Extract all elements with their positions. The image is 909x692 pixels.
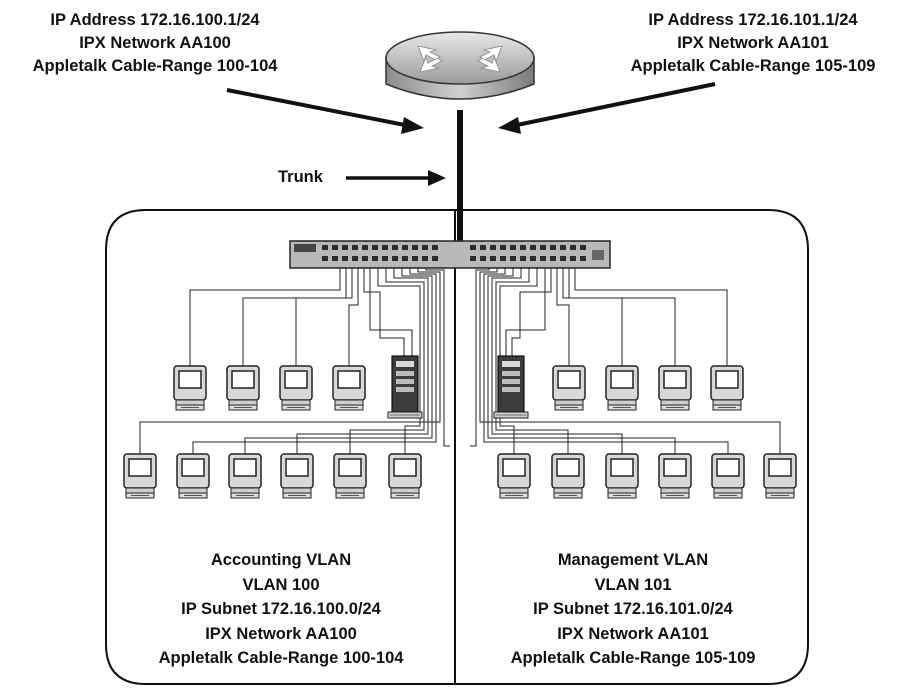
server-icon bbox=[493, 355, 529, 419]
right-arrow-icon bbox=[498, 82, 716, 134]
left-router-interface-label: IP Address 172.16.100.1/24 IPX Network A… bbox=[0, 9, 310, 78]
management-vlan-id: VLAN 101 bbox=[594, 575, 672, 594]
left-ip-address: IP Address 172.16.100.1/24 bbox=[50, 11, 260, 29]
workstation-icon bbox=[710, 365, 744, 411]
workstation-icon bbox=[552, 365, 586, 411]
management-ipx-network: IPX Network AA101 bbox=[557, 624, 709, 643]
left-ipx-network: IPX Network AA100 bbox=[79, 34, 231, 52]
management-vlan-boundary bbox=[454, 209, 809, 685]
server-icon bbox=[387, 355, 423, 419]
right-appletalk-range: Appletalk Cable-Range 105-109 bbox=[630, 57, 876, 75]
workstation-icon bbox=[279, 365, 313, 411]
accounting-vlan-id: VLAN 100 bbox=[242, 575, 320, 594]
workstation-icon bbox=[176, 453, 210, 499]
workstation-icon bbox=[333, 453, 367, 499]
trunk-arrow-icon bbox=[346, 170, 446, 186]
workstation-icon bbox=[332, 365, 366, 411]
accounting-ip-subnet: IP Subnet 172.16.100.0/24 bbox=[181, 600, 381, 618]
right-router-interface-label: IP Address 172.16.101.1/24 IPX Network A… bbox=[598, 9, 908, 78]
accounting-vlan-name: Accounting VLAN bbox=[210, 551, 352, 569]
workstation-icon bbox=[388, 453, 422, 499]
cabling-right bbox=[470, 268, 781, 454]
workstation-icon bbox=[658, 365, 692, 411]
accounting-vlan-label: Accounting VLAN VLAN 100 IP Subnet 172.1… bbox=[116, 548, 446, 671]
workstation-icon bbox=[605, 453, 639, 499]
switch-icon bbox=[289, 240, 611, 269]
accounting-appletalk-range: Appletalk Cable-Range 100-104 bbox=[158, 649, 404, 667]
workstation-icon bbox=[226, 365, 260, 411]
cabling-left bbox=[139, 268, 450, 454]
workstation-icon bbox=[605, 365, 639, 411]
workstation-icon bbox=[551, 453, 585, 499]
right-ipx-network: IPX Network AA101 bbox=[677, 34, 829, 52]
left-appletalk-range: Appletalk Cable-Range 100-104 bbox=[32, 57, 278, 75]
workstation-icon bbox=[228, 453, 262, 499]
accounting-ipx-network: IPX Network AA100 bbox=[205, 624, 357, 643]
workstation-icon bbox=[711, 453, 745, 499]
management-vlan-name: Management VLAN bbox=[557, 551, 709, 569]
trunk-label: Trunk bbox=[278, 168, 323, 186]
workstation-icon bbox=[497, 453, 531, 499]
accounting-vlan-boundary bbox=[105, 209, 456, 685]
workstation-icon bbox=[763, 453, 797, 499]
router-icon bbox=[385, 31, 535, 100]
workstation-icon bbox=[123, 453, 157, 499]
workstation-icon bbox=[280, 453, 314, 499]
left-arrow-icon bbox=[226, 88, 424, 134]
workstation-icon bbox=[173, 365, 207, 411]
management-ip-subnet: IP Subnet 172.16.101.0/24 bbox=[533, 600, 733, 618]
workstation-icon bbox=[658, 453, 692, 499]
management-appletalk-range: Appletalk Cable-Range 105-109 bbox=[510, 649, 756, 667]
management-vlan-label: Management VLAN VLAN 101 IP Subnet 172.1… bbox=[468, 548, 798, 671]
right-ip-address: IP Address 172.16.101.1/24 bbox=[648, 11, 858, 29]
